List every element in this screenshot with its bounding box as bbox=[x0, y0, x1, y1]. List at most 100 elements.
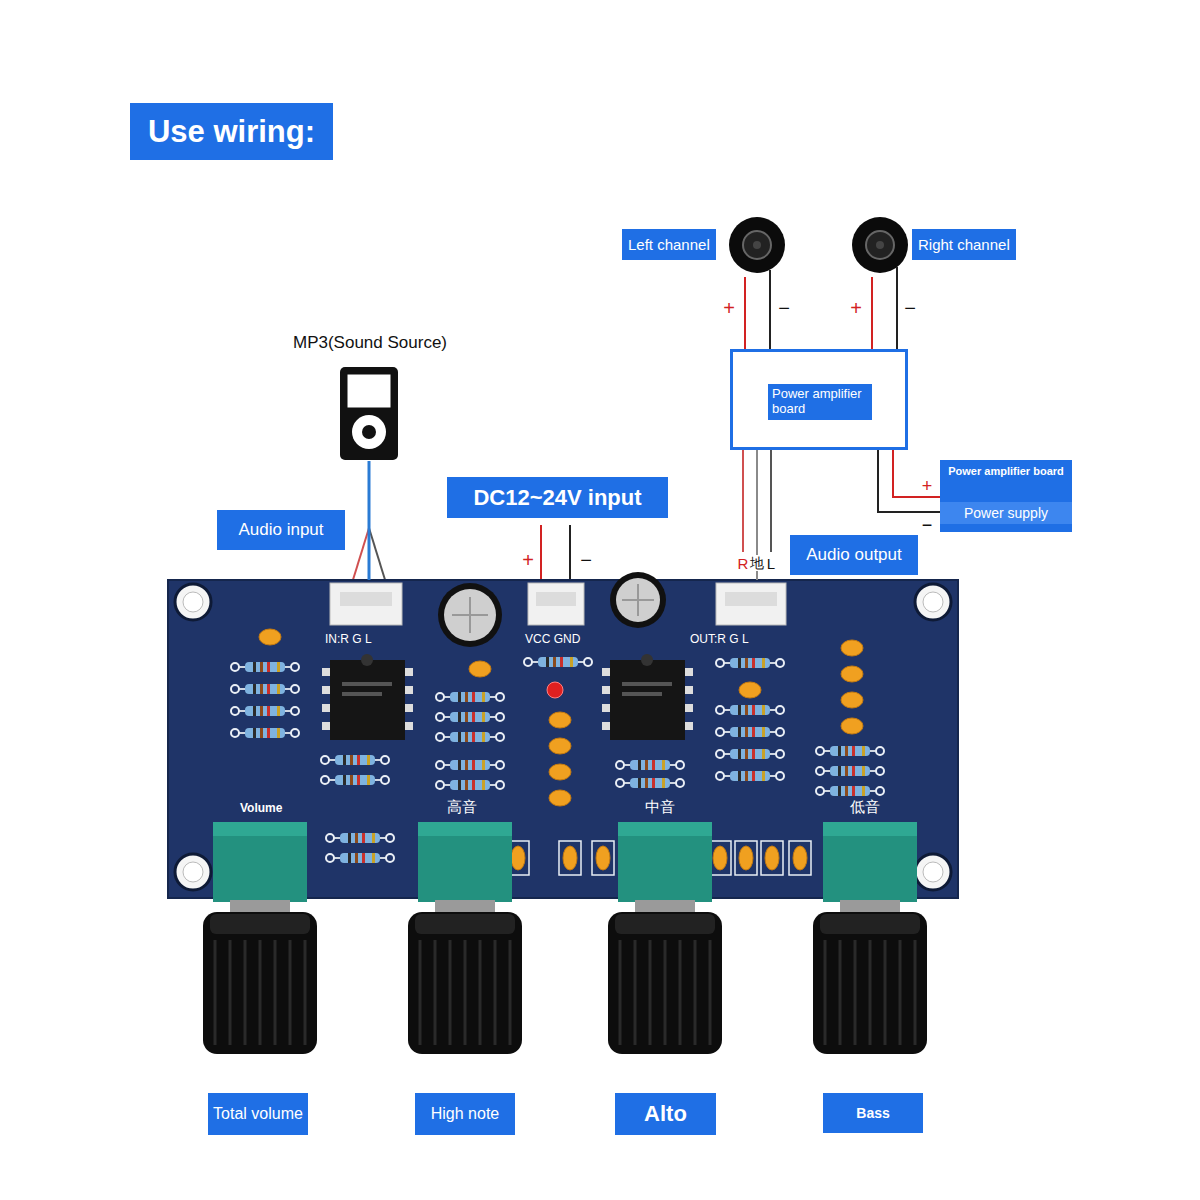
resistor-symbol bbox=[231, 662, 299, 672]
caption-text: Audio output bbox=[790, 535, 918, 575]
silkscreen-text: 高音 bbox=[447, 799, 477, 816]
wire-label: + bbox=[722, 297, 736, 319]
pin-header bbox=[536, 592, 576, 606]
wire-connector bbox=[893, 450, 940, 497]
amplifier-board: Power amplifier board bbox=[730, 349, 908, 450]
caption-text: Alto bbox=[615, 1093, 716, 1135]
ceramic-capacitor bbox=[841, 666, 863, 682]
mp3-player-icon bbox=[347, 374, 391, 408]
speaker-icon bbox=[852, 217, 908, 273]
electrolytic-capacitor bbox=[438, 583, 502, 647]
wire-connector bbox=[871, 277, 873, 349]
supply-label: Power supply bbox=[940, 502, 1072, 524]
silkscreen-text: Volume bbox=[240, 802, 282, 815]
silkscreen-text: OUT:R G L bbox=[690, 633, 749, 646]
ceramic-capacitor bbox=[761, 841, 783, 875]
resistor-symbol bbox=[231, 728, 299, 738]
wire bbox=[742, 450, 744, 552]
knob-caption: Alto bbox=[615, 1093, 716, 1135]
ceramic-capacitor bbox=[735, 841, 757, 875]
caption-text: High note bbox=[415, 1093, 515, 1135]
wire-label: + bbox=[849, 297, 863, 319]
wire bbox=[352, 267, 940, 583]
resistor-symbol bbox=[716, 771, 784, 781]
knob-caption: High note bbox=[415, 1093, 515, 1135]
wire-label: + bbox=[921, 476, 934, 496]
ceramic-capacitor bbox=[559, 841, 581, 875]
resistor-symbol bbox=[326, 853, 394, 863]
sound-source: MP3(Sound Source) bbox=[275, 333, 465, 461]
pin-header bbox=[330, 583, 786, 625]
knob-caption: Total volume bbox=[208, 1093, 308, 1135]
ceramic-capacitor bbox=[549, 790, 571, 806]
power-supply-box: Power amplifier boardPower supply bbox=[940, 460, 1072, 532]
speaker-icon bbox=[876, 241, 884, 249]
resistor-symbol bbox=[816, 786, 884, 796]
speaker-icon bbox=[753, 241, 761, 249]
potentiometer-knob bbox=[608, 822, 722, 1054]
silkscreen-text: VCC GND bbox=[525, 633, 580, 646]
supply-target: Power amplifier board bbox=[940, 465, 1072, 478]
mp3-player-icon bbox=[362, 425, 376, 439]
electrolytic-capacitor bbox=[610, 572, 666, 628]
channel-label: Right channel bbox=[912, 229, 1016, 260]
source-heading: MP3(Sound Source) bbox=[275, 333, 465, 353]
mounting-hole bbox=[915, 854, 951, 890]
ceramic-capacitor bbox=[549, 764, 571, 780]
ceramic-capacitor bbox=[789, 841, 811, 875]
ceramic-capacitor bbox=[469, 661, 491, 677]
tone-control-board: IN:R G LVCC GNDOUT:R G LVolume高音中音低音 bbox=[168, 580, 958, 898]
wire-connector bbox=[368, 461, 371, 580]
pin-header bbox=[528, 583, 584, 625]
speaker-icon bbox=[729, 217, 785, 273]
ic-chip bbox=[602, 654, 693, 740]
caption-text: Bass bbox=[823, 1093, 923, 1133]
caption-text: DC12~24V input bbox=[447, 477, 668, 518]
electrolytic-capacitor bbox=[616, 578, 660, 622]
resistor-symbol bbox=[436, 760, 504, 770]
wire bbox=[878, 450, 940, 512]
caption-text: Total volume bbox=[208, 1093, 308, 1135]
resistor-symbol bbox=[616, 760, 684, 770]
electrolytic-capacitor bbox=[637, 584, 639, 616]
electrolytic-capacitor bbox=[469, 597, 471, 633]
resistor-symbol bbox=[231, 684, 299, 694]
wire-label: − bbox=[777, 297, 791, 319]
resistor-symbol bbox=[326, 833, 394, 843]
wire bbox=[770, 450, 772, 552]
potentiometer-knob bbox=[813, 822, 927, 1054]
resistor-symbol bbox=[716, 705, 784, 715]
pin-header bbox=[716, 583, 786, 625]
speaker-icon bbox=[743, 231, 771, 259]
title-banner: Use wiring: bbox=[130, 103, 333, 160]
resistor-symbol bbox=[436, 692, 504, 702]
resistor-symbol bbox=[321, 755, 389, 765]
resistor-symbol bbox=[616, 778, 684, 788]
resistor-symbol bbox=[436, 780, 504, 790]
caption-box: Audio output bbox=[790, 535, 918, 575]
wire-label: R bbox=[737, 555, 750, 572]
resistor-symbol bbox=[716, 727, 784, 737]
wire bbox=[769, 270, 771, 349]
caption-box: DC12~24V input bbox=[447, 477, 668, 518]
wire bbox=[896, 267, 898, 349]
resistor-symbol bbox=[716, 749, 784, 759]
led bbox=[547, 682, 563, 698]
ceramic-capacitor bbox=[592, 841, 614, 875]
caption-box: Audio input bbox=[217, 510, 345, 550]
resistor-symbol bbox=[436, 712, 504, 722]
wire-label: − bbox=[903, 297, 917, 319]
resistor-symbol bbox=[816, 746, 884, 756]
mp3-player-icon bbox=[340, 367, 398, 460]
speaker-icon bbox=[729, 217, 785, 273]
electrolytic-capacitor bbox=[444, 589, 496, 641]
channel-label: Left channel bbox=[622, 229, 716, 260]
knob-caption: Bass bbox=[823, 1093, 923, 1133]
pin-header bbox=[340, 592, 392, 606]
ceramic-capacitor bbox=[259, 629, 281, 645]
pin-header bbox=[725, 592, 777, 606]
wire bbox=[352, 528, 369, 583]
